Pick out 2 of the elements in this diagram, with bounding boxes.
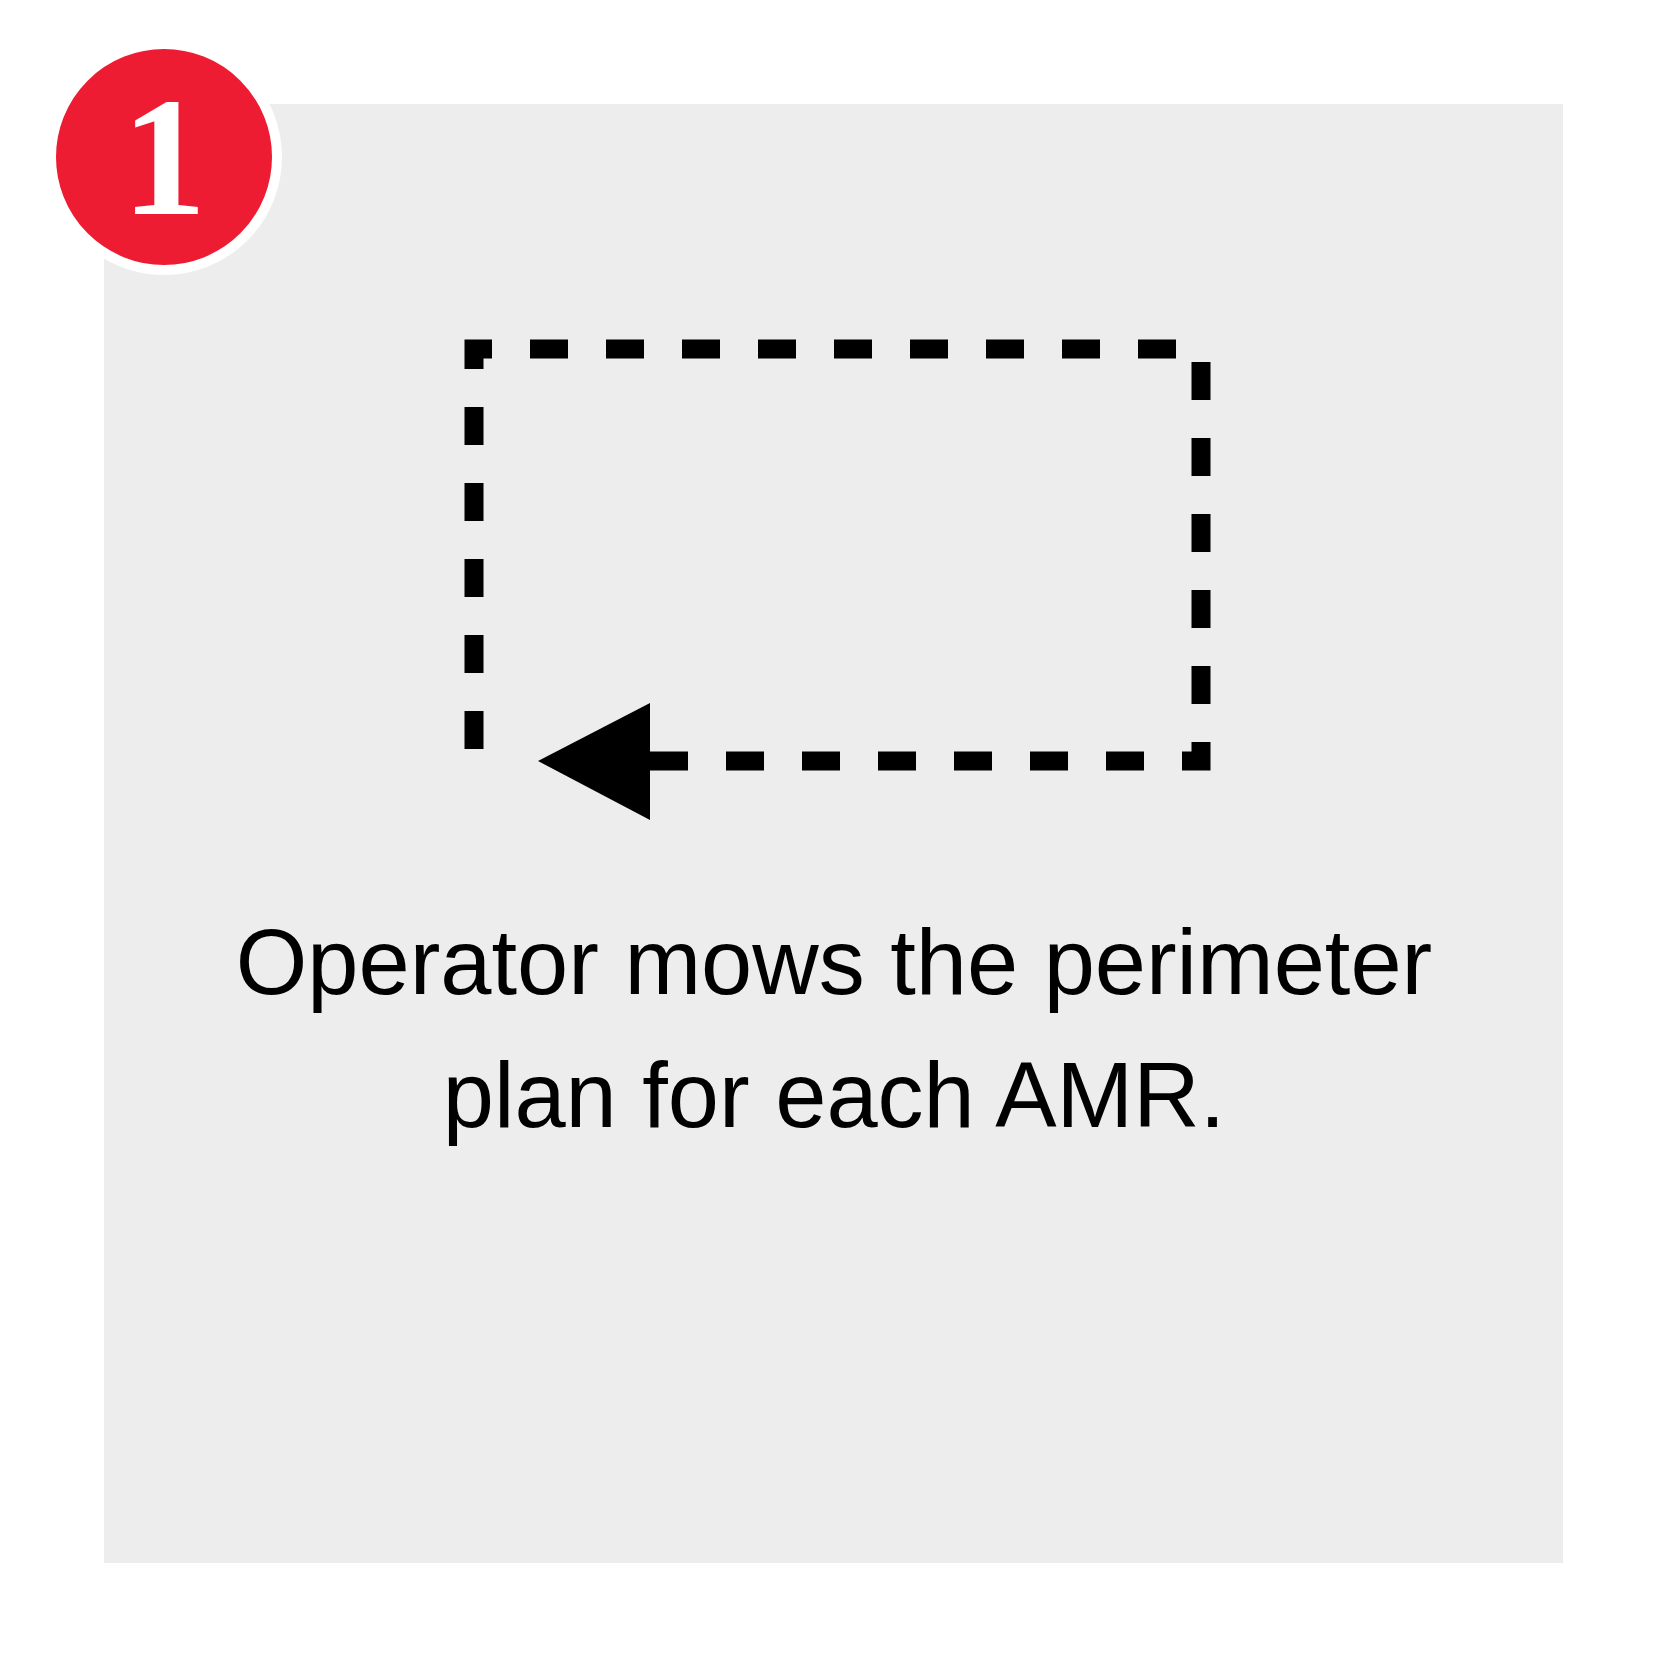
panel — [104, 104, 1563, 1563]
step-description: Operator mows the perimeter plan for each AMR. — [234, 910, 1434, 1148]
